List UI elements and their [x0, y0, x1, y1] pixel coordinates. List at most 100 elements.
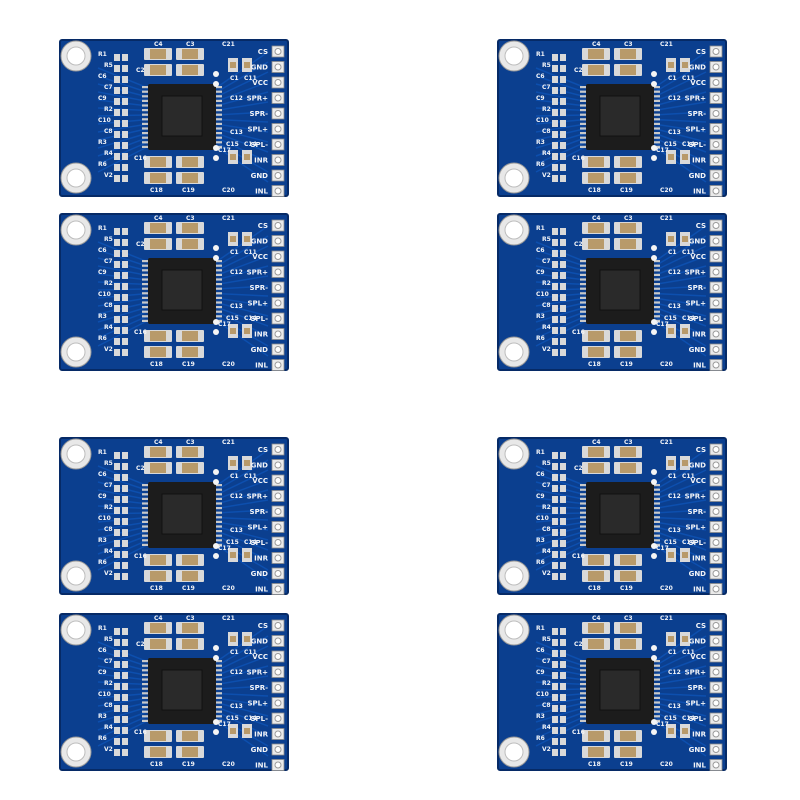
- capacitor: [144, 570, 172, 582]
- ref-label: C2: [574, 241, 583, 248]
- resistors: [552, 628, 566, 756]
- ref-label: C11: [244, 75, 257, 82]
- smd-resistor: [114, 316, 128, 323]
- ref-label: C21: [660, 41, 673, 48]
- capacitor: [614, 446, 642, 458]
- ref-label: C4: [592, 215, 601, 222]
- header-pad: [709, 743, 723, 756]
- ref-label: C6: [98, 247, 107, 254]
- ref-label: C3: [186, 215, 195, 222]
- ref-label: C10: [536, 515, 549, 522]
- ref-label: C8: [104, 128, 113, 135]
- ref-label: C9: [98, 269, 107, 276]
- ref-label: C4: [592, 41, 601, 48]
- capacitor: [144, 64, 172, 76]
- pin-label: CS: [258, 48, 268, 56]
- ref-label: C12: [668, 95, 681, 102]
- ref-label: R6: [98, 559, 107, 566]
- ref-label: C9: [536, 95, 545, 102]
- small-capacitor: [680, 324, 690, 338]
- smd-resistor: [552, 228, 566, 235]
- header-pad: [271, 474, 285, 487]
- pin-label: SPL+: [248, 300, 269, 308]
- ref-label: C11: [244, 649, 257, 656]
- ref-label: C16: [572, 155, 585, 162]
- smd-resistor: [114, 463, 128, 470]
- ref-label: C15: [226, 715, 239, 722]
- smd-resistor: [552, 327, 566, 334]
- pin-label: SPL-: [250, 315, 268, 323]
- ref-label: C8: [542, 302, 551, 309]
- ref-label: C16: [134, 729, 147, 736]
- capacitor: [614, 554, 642, 566]
- capacitor: [582, 730, 610, 742]
- capacitor: [144, 638, 172, 650]
- pin-label: GND: [251, 462, 269, 470]
- ref-label: C1: [230, 649, 239, 656]
- ref-label: C13: [230, 527, 243, 534]
- ref-label: C17: [218, 321, 231, 328]
- traces: [97, 625, 269, 757]
- ref-label: C17: [218, 721, 231, 728]
- pin-header: [709, 219, 723, 371]
- ref-label: R4: [104, 548, 113, 555]
- ref-label: C16: [134, 553, 147, 560]
- smd-resistor: [114, 272, 128, 279]
- capacitor: [582, 746, 610, 758]
- mounting-hole-top: [498, 40, 530, 72]
- smd-resistor: [114, 529, 128, 536]
- smd-resistor: [114, 120, 128, 127]
- ref-label: R3: [98, 139, 107, 146]
- small-capacitor: [228, 456, 238, 470]
- smd-resistor: [114, 87, 128, 94]
- smd-resistor: [114, 518, 128, 525]
- ref-label: R2: [104, 106, 113, 113]
- header-pad: [271, 697, 285, 709]
- capacitors: [582, 48, 690, 184]
- ref-label: R4: [542, 724, 551, 731]
- header-pad: [271, 743, 285, 756]
- ref-label: C6: [536, 471, 545, 478]
- header-pad: [709, 61, 723, 73]
- header-pad: [709, 459, 723, 471]
- traces: [97, 449, 269, 581]
- pin-label: SPR-: [688, 684, 707, 692]
- small-capacitor: [228, 232, 238, 246]
- ref-label: C6: [536, 647, 545, 654]
- pin-label: INR: [254, 555, 268, 563]
- ref-label: C11: [244, 473, 257, 480]
- ref-label: C7: [104, 658, 113, 665]
- ref-label: C7: [104, 482, 113, 489]
- ref-label: C15: [226, 141, 239, 148]
- ref-label: C20: [222, 361, 235, 368]
- ref-label: C8: [104, 702, 113, 709]
- header-pad: [709, 681, 723, 694]
- pin-label: GND: [251, 172, 269, 180]
- capacitor: [614, 730, 642, 742]
- pin-label: GND: [251, 638, 269, 646]
- capacitor: [614, 222, 642, 234]
- ref-label: C11: [682, 473, 695, 480]
- header-pad: [709, 154, 723, 166]
- smd-resistor: [114, 661, 128, 668]
- pin-label: INR: [254, 331, 268, 339]
- ref-label: C1: [668, 249, 677, 256]
- smd-resistor: [552, 250, 566, 257]
- pin-label: SPL-: [688, 539, 706, 547]
- header-pad: [709, 359, 723, 371]
- smd-resistor: [114, 327, 128, 334]
- ref-label: C11: [682, 249, 695, 256]
- capacitor: [614, 570, 642, 582]
- capacitor: [144, 746, 172, 758]
- ref-label: C18: [150, 585, 163, 592]
- capacitors: [144, 446, 252, 582]
- smd-resistor: [552, 540, 566, 547]
- ref-label: C19: [620, 361, 633, 368]
- mounting-hole-top: [498, 438, 530, 470]
- ref-label: R4: [104, 724, 113, 731]
- ref-label: C20: [660, 361, 673, 368]
- pin-header: [271, 219, 285, 371]
